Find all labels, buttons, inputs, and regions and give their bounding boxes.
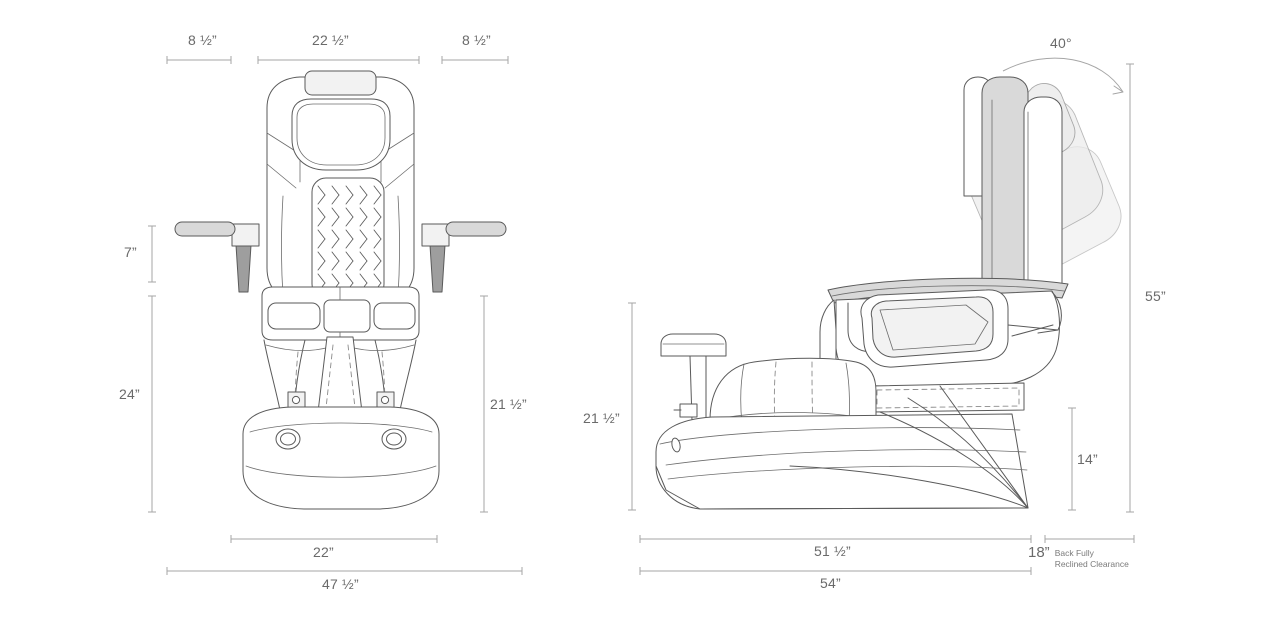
basin-jets bbox=[275, 428, 407, 450]
dim-front-top-right bbox=[441, 56, 509, 64]
front-armrest-right bbox=[421, 221, 507, 293]
dim-front-height-24 bbox=[148, 295, 156, 513]
dim-front-top-left bbox=[166, 56, 232, 64]
dim-front-width-47h bbox=[166, 567, 523, 575]
label-front-width-47h: 47 ½” bbox=[322, 576, 359, 592]
backrest-upright bbox=[963, 76, 1063, 291]
quilt-texture bbox=[317, 185, 382, 293]
side-view-chair bbox=[655, 76, 1122, 510]
dim-front-width-22 bbox=[230, 535, 438, 543]
label-front-height-24: 24” bbox=[119, 386, 140, 402]
label-front-seat-top: 22 ½” bbox=[312, 32, 349, 48]
dim-side-height-14 bbox=[1068, 407, 1076, 511]
label-front-width-22: 22” bbox=[313, 544, 334, 560]
label-side-height-21h: 21 ½” bbox=[583, 410, 620, 426]
label-side-height-55: 55” bbox=[1145, 288, 1166, 304]
dim-recline-arc bbox=[1002, 57, 1124, 95]
clearance-caption-line2: Reclined Clearance bbox=[1054, 559, 1129, 570]
clearance-value: 18” bbox=[1028, 544, 1050, 561]
label-front-height-7: 7” bbox=[124, 244, 137, 260]
label-front-height-21h: 21 ½” bbox=[490, 396, 527, 412]
front-armrest-left bbox=[174, 221, 260, 293]
label-side-angle-40: 40° bbox=[1050, 35, 1072, 51]
side-armrest bbox=[660, 333, 727, 421]
dim-side-height-55 bbox=[1126, 63, 1134, 513]
dim-front-height-7 bbox=[148, 225, 156, 283]
dim-side-height-21h bbox=[628, 302, 636, 511]
clearance-caption-line1: Back Fully bbox=[1054, 548, 1094, 558]
label-front-arm-left: 8 ½” bbox=[188, 32, 217, 48]
clearance-caption: Back Fully Reclined Clearance bbox=[1055, 544, 1129, 570]
dim-side-clearance-18 bbox=[1044, 535, 1135, 543]
label-side-depth-51h: 51 ½” bbox=[814, 543, 851, 559]
dim-front-top-center bbox=[257, 56, 420, 64]
label-side-height-14: 14” bbox=[1077, 451, 1098, 467]
front-view-chair bbox=[174, 70, 507, 510]
clearance-note: 18” Back Fully Reclined Clearance bbox=[1028, 544, 1129, 570]
dim-side-depth-54 bbox=[639, 567, 1032, 575]
label-side-depth-54: 54” bbox=[820, 575, 841, 591]
dimension-lines bbox=[148, 56, 1135, 575]
label-front-arm-right: 8 ½” bbox=[462, 32, 491, 48]
dim-front-height-21h bbox=[480, 295, 488, 513]
dim-side-depth-51h bbox=[639, 535, 1032, 543]
